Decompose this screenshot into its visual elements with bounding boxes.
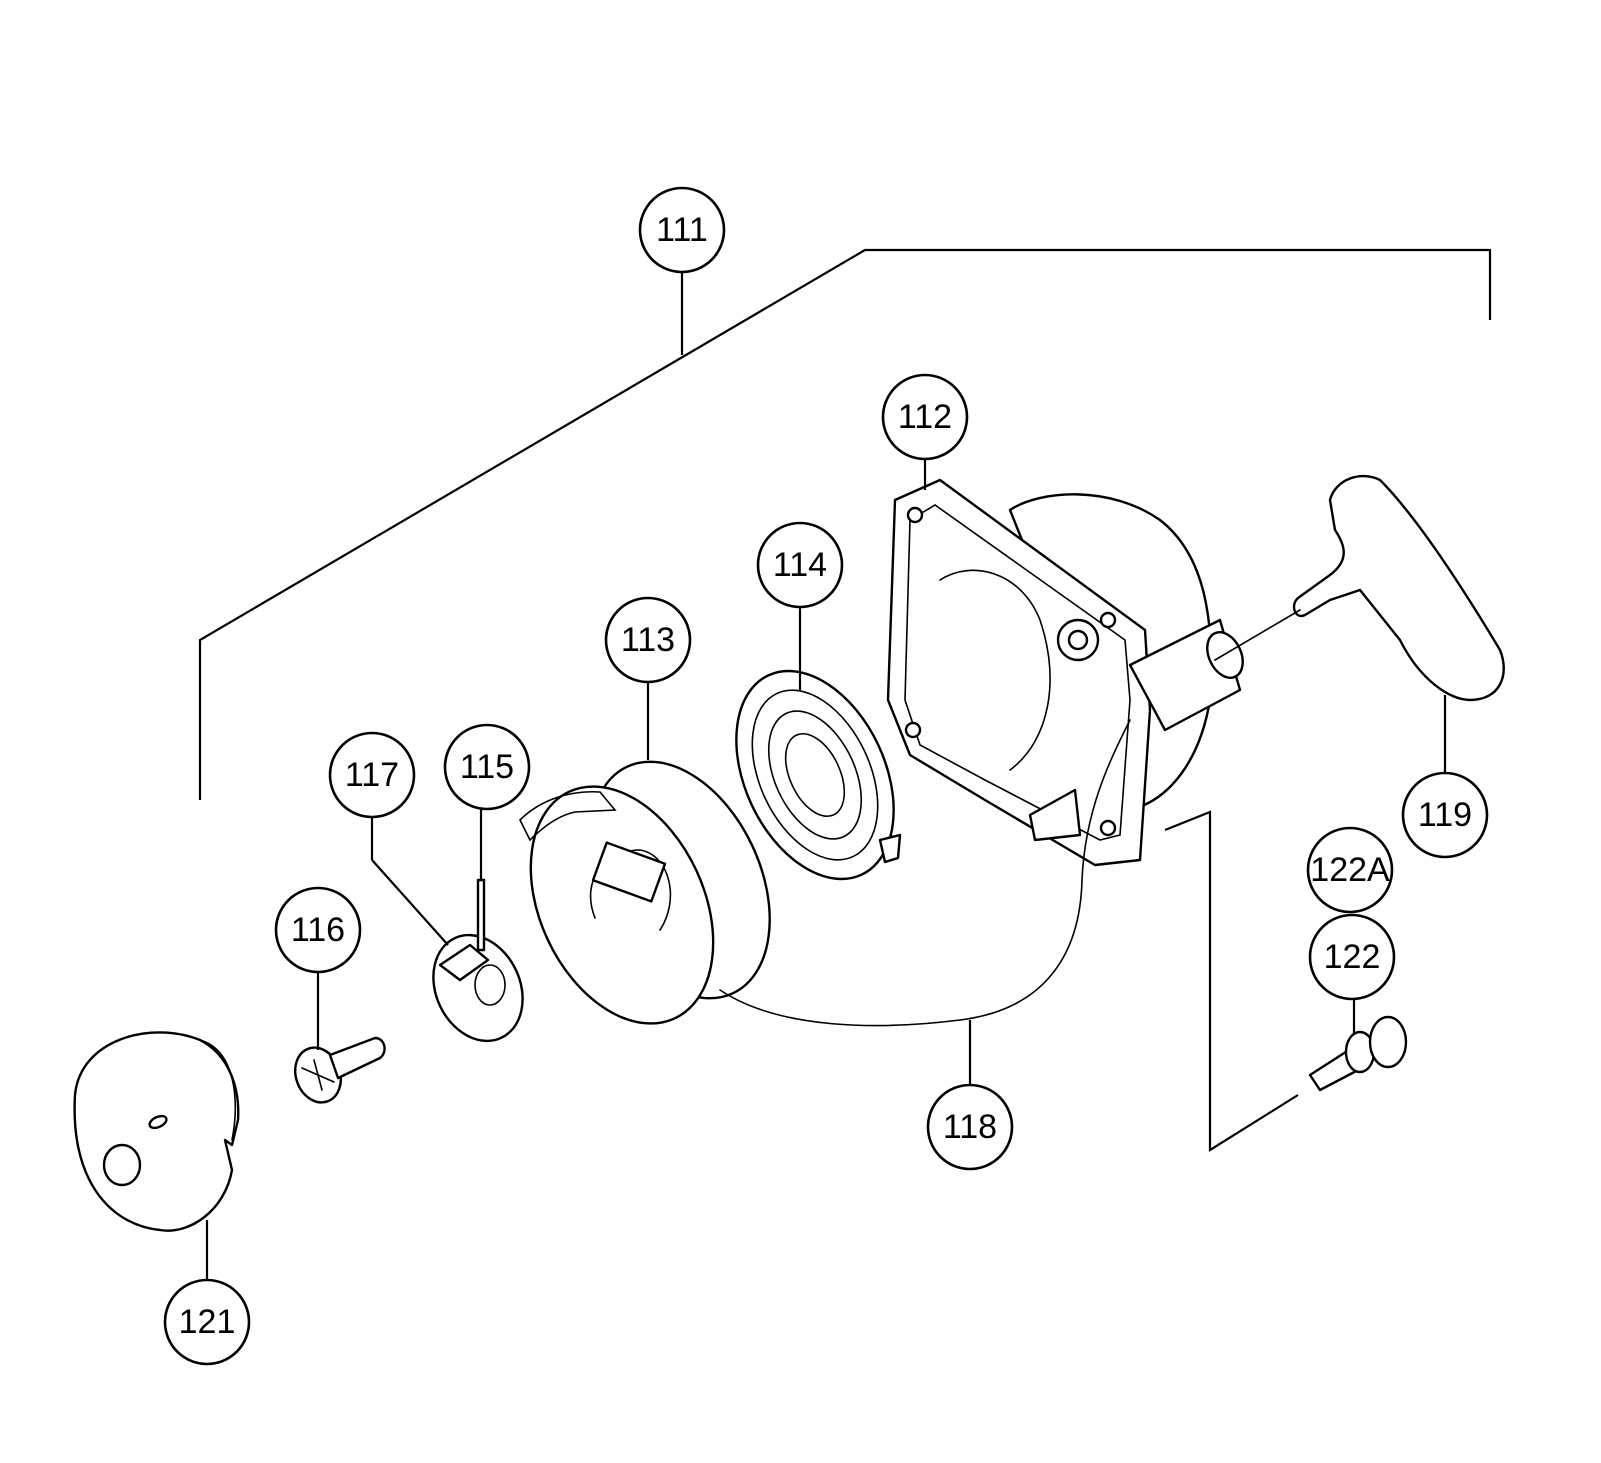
part-112-housing — [886, 458, 1244, 867]
part-115-pin — [476, 808, 486, 952]
ratchet-tab — [438, 943, 490, 982]
callout-119: 119 — [1401, 771, 1489, 859]
handle-rope — [1214, 609, 1301, 661]
pulley-bore — [102, 1143, 142, 1187]
housing-hole-3 — [904, 721, 922, 739]
callout-121: 121 — [163, 1278, 251, 1366]
callout-label: 112 — [898, 398, 952, 436]
housing-latch — [1028, 788, 1082, 842]
spring-coil-2 — [767, 710, 863, 840]
housing-recess — [939, 569, 1051, 771]
screw-cross — [301, 1059, 335, 1091]
callout-label: 118 — [943, 1108, 997, 1146]
callout-label: 119 — [1418, 796, 1472, 834]
assembly-bracket-111 — [198, 248, 1492, 800]
spring-tab — [878, 833, 902, 864]
callout-label: 113 — [621, 621, 675, 659]
part-121-pulley — [73, 1031, 240, 1280]
reel-key — [591, 841, 667, 903]
handle-grip — [1292, 474, 1505, 702]
ratchet-hole — [474, 964, 506, 1006]
part-118-rope — [719, 719, 1131, 1085]
callout-122: 122 — [1308, 913, 1396, 1001]
callout-label: 122 — [1324, 938, 1381, 976]
part-122-fitting — [1164, 810, 1408, 1152]
callout-label: 115 — [460, 748, 514, 786]
callout-label: 122A — [1310, 851, 1390, 889]
part-117-ratchet — [370, 815, 524, 1043]
part-114-spring — [735, 605, 902, 881]
callout-111: 111 — [638, 186, 726, 274]
bracket-122 — [1164, 810, 1299, 1152]
callout-114: 114 — [756, 521, 844, 609]
rope-line — [719, 719, 1131, 1027]
callout-112: 112 — [881, 373, 969, 461]
callout-label: 116 — [291, 911, 345, 949]
pulley-edge — [199, 1039, 237, 1141]
callout-117: 117 — [328, 731, 416, 819]
reel-hook — [519, 790, 617, 842]
housing-boss-hole — [1067, 629, 1089, 651]
callout-115: 115 — [443, 723, 531, 811]
housing-flange — [886, 478, 1152, 867]
housing-hole-1 — [906, 506, 924, 524]
callout-118: 118 — [926, 1083, 1014, 1171]
part-119-handle — [1214, 474, 1505, 772]
spring-coil-3 — [784, 732, 846, 818]
housing-hole-4 — [1099, 819, 1117, 837]
reel-front — [529, 785, 715, 1025]
pulley-body — [73, 1031, 240, 1232]
callout-label: 111 — [656, 211, 708, 249]
reel-hub — [589, 849, 672, 931]
callout-122a: 122A — [1306, 826, 1394, 914]
pulley-slot — [148, 1114, 168, 1130]
bracket-line — [198, 248, 1492, 800]
callout-label: 121 — [179, 1303, 236, 1341]
part-113-reel — [519, 680, 771, 1025]
callout-116: 116 — [274, 886, 362, 974]
pin-body — [476, 878, 486, 952]
spring-coil-1 — [751, 689, 879, 861]
housing-hole-2 — [1099, 611, 1117, 629]
part-116-screw — [294, 970, 386, 1104]
leader-117b — [371, 859, 449, 946]
callout-113: 113 — [604, 596, 692, 684]
fitting-body — [1368, 1015, 1408, 1069]
callout-label: 114 — [773, 546, 827, 584]
screw-shank — [328, 1036, 386, 1080]
callout-label: 117 — [345, 756, 399, 794]
